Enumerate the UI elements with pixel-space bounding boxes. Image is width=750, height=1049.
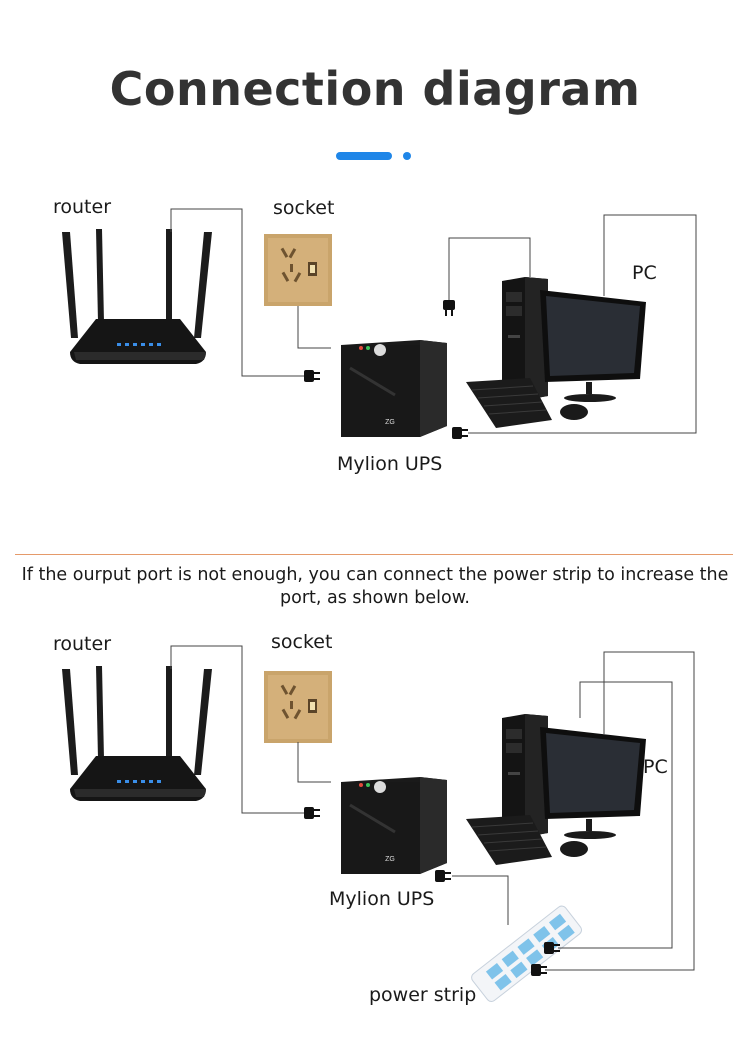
plug-icon <box>531 964 547 976</box>
plug-icon <box>435 870 451 882</box>
power-strip-label: power strip <box>369 984 477 1006</box>
cables <box>170 645 695 971</box>
title-accent-dot <box>403 152 411 160</box>
router-label: router <box>53 633 112 655</box>
router-label: router <box>53 196 112 218</box>
router-device <box>62 229 212 364</box>
title-accent-bar <box>336 152 392 160</box>
ups-label: Mylion UPS <box>337 453 443 475</box>
plug-icon <box>443 300 455 316</box>
power-strip-device <box>471 905 583 1002</box>
socket-label: socket <box>273 197 335 219</box>
pc-device <box>465 276 647 429</box>
diagram1: ZG <box>62 208 697 439</box>
section-divider <box>15 554 733 555</box>
socket-label: socket <box>271 631 333 653</box>
diagram2: ZG <box>62 645 695 1002</box>
cables <box>170 208 697 434</box>
page-title: Connection diagram <box>109 62 641 116</box>
pc-label: PC <box>632 262 657 284</box>
plug-icon <box>452 427 468 439</box>
plug-icon <box>304 807 320 819</box>
router-device <box>62 666 212 801</box>
note-text: If the ourput port is not enough, you ca… <box>21 565 729 608</box>
pc-device <box>465 713 647 866</box>
pc-label: PC <box>643 756 668 778</box>
plug-icon <box>304 370 320 382</box>
wall-socket <box>264 234 332 306</box>
wall-socket <box>264 671 332 743</box>
ups-brand-text: ZG <box>385 419 395 426</box>
ups-label: Mylion UPS <box>329 888 435 910</box>
ups-brand-text: ZG <box>385 856 395 863</box>
